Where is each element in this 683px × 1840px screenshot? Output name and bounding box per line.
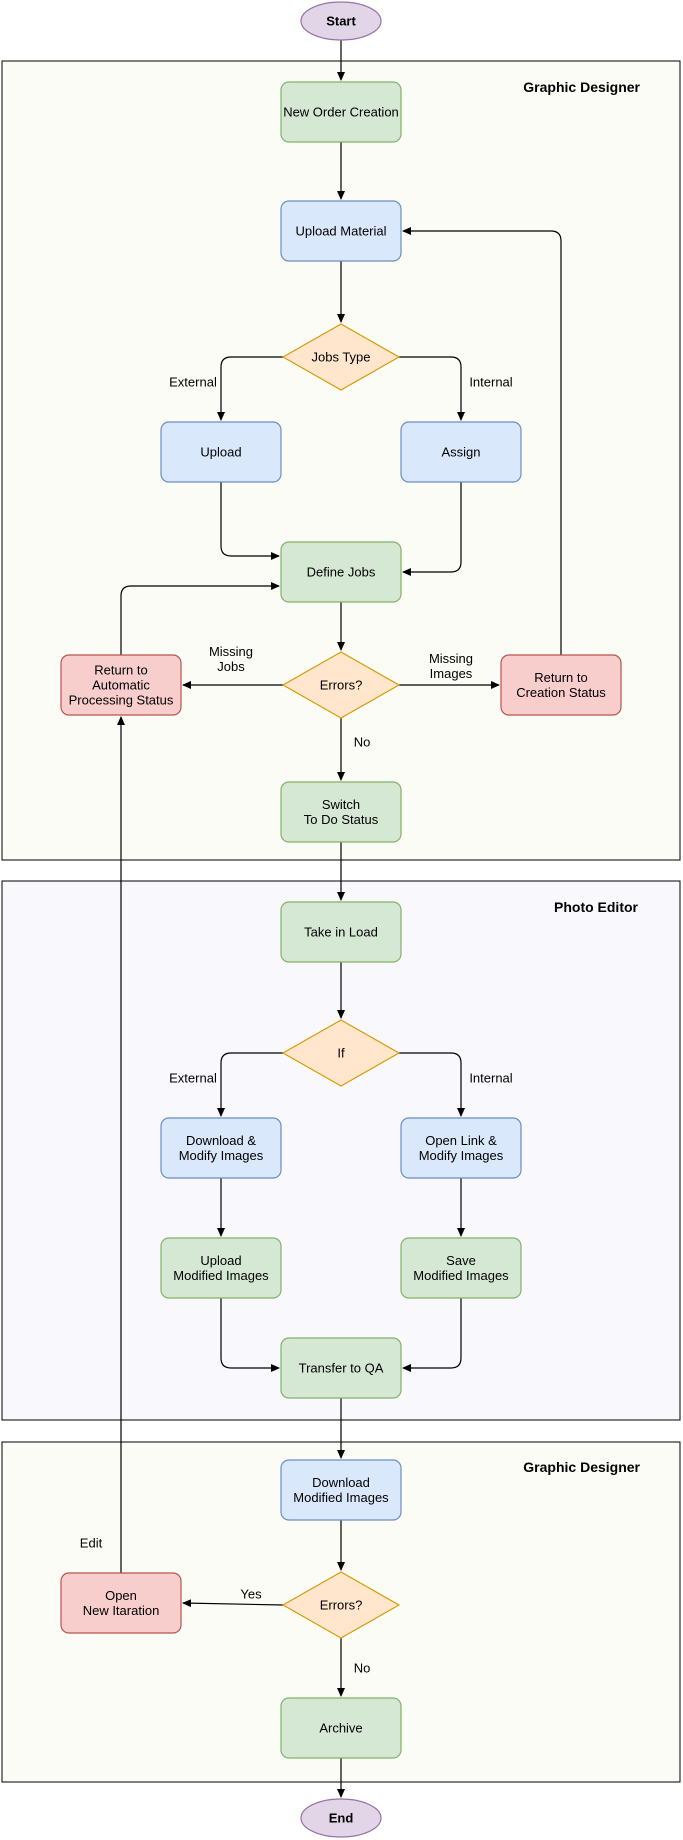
- edge-label-external-2: External: [169, 1071, 217, 1086]
- decision-shape: [282, 323, 400, 391]
- node-upload-material[interactable]: Upload Material: [280, 200, 402, 262]
- process-shape: [400, 1117, 522, 1179]
- node-download-modify[interactable]: Download &Modify Images: [160, 1117, 282, 1179]
- edge-label-no-1: No: [354, 735, 371, 750]
- node-errors-1[interactable]: Errors?: [282, 651, 400, 719]
- process-shape: [280, 1459, 402, 1521]
- node-label: Upload: [200, 445, 241, 460]
- edge-label-edit: Edit: [80, 1536, 103, 1551]
- process-shape: [400, 1237, 522, 1299]
- terminal-label: Start: [326, 14, 356, 29]
- process-shape: [280, 81, 402, 143]
- edge-if-to-download-modify: [217, 1052, 283, 1117]
- node-label: Errors?: [320, 1598, 363, 1613]
- node-take-in-load[interactable]: Take in Load: [280, 901, 402, 963]
- process-shape: [400, 421, 522, 483]
- node-label: Define Jobs: [307, 565, 376, 580]
- lane-title: Graphic Designer: [523, 1459, 640, 1475]
- decision-shape: [282, 1019, 400, 1087]
- edge-jobs-type-to-assign: [399, 356, 465, 421]
- process-shape: [280, 1697, 402, 1759]
- node-label: Open Link &Modify Images: [419, 1133, 504, 1163]
- node-label: Transfer to QA: [299, 1361, 384, 1376]
- lane-title: Photo Editor: [554, 899, 639, 915]
- process-shape: [160, 421, 282, 483]
- edge-assign-to-define-jobs: [402, 482, 462, 576]
- edge-errors-to-open-iteration: [182, 1599, 284, 1608]
- process-shape: [280, 1337, 402, 1399]
- process-shape: [280, 541, 402, 603]
- edge-upload-to-define-jobs: [220, 482, 280, 560]
- edge-return-creation-to-upload-material: [402, 227, 562, 655]
- process-shape: [60, 1572, 182, 1634]
- edge-return-auto-to-define-jobs: [120, 582, 280, 655]
- node-jobs-type[interactable]: Jobs Type: [282, 323, 400, 391]
- node-if[interactable]: If: [282, 1019, 400, 1087]
- edge-label-external-1: External: [169, 375, 217, 390]
- terminal-shape: [300, 1798, 382, 1838]
- node-label: Archive: [319, 1721, 362, 1736]
- node-errors-2[interactable]: Errors?: [282, 1571, 400, 1639]
- edge-label-yes: Yes: [240, 1587, 262, 1602]
- node-label: If: [337, 1046, 345, 1061]
- node-label: Download &Modify Images: [179, 1133, 264, 1163]
- edge-label-internal-1: Internal: [469, 375, 512, 390]
- node-label: New Order Creation: [283, 105, 399, 120]
- node-label: Jobs Type: [311, 350, 370, 365]
- node-assign[interactable]: Assign: [400, 421, 522, 483]
- edge-label-internal-2: Internal: [469, 1071, 512, 1086]
- node-upload[interactable]: Upload: [160, 421, 282, 483]
- node-label: Upload Material: [295, 224, 386, 239]
- process-shape: [280, 781, 402, 843]
- node-define-jobs[interactable]: Define Jobs: [280, 541, 402, 603]
- node-label: Errors?: [320, 678, 363, 693]
- edge-jobs-type-to-upload: [217, 356, 283, 421]
- decision-shape: [282, 1571, 400, 1639]
- terminal-label: End: [329, 1811, 354, 1826]
- lane-title: Graphic Designer: [523, 79, 640, 95]
- edge-label-no-2: No: [354, 1661, 371, 1676]
- decision-shape: [282, 651, 400, 719]
- process-shape: [160, 1237, 282, 1299]
- node-archive[interactable]: Archive: [280, 1697, 402, 1759]
- process-shape: [280, 200, 402, 262]
- node-label: Assign: [441, 445, 480, 460]
- process-shape: [60, 654, 182, 716]
- edge-save-modified-to-transfer-qa: [402, 1298, 462, 1372]
- process-shape: [500, 654, 622, 716]
- end-terminal[interactable]: End: [300, 1798, 382, 1838]
- process-shape: [280, 901, 402, 963]
- edge-upload-modified-to-transfer-qa: [220, 1298, 280, 1372]
- start-terminal[interactable]: Start: [300, 1, 382, 41]
- node-transfer-qa[interactable]: Transfer to QA: [280, 1337, 402, 1399]
- process-shape: [160, 1117, 282, 1179]
- terminal-shape: [300, 1, 382, 41]
- node-open-link[interactable]: Open Link &Modify Images: [400, 1117, 522, 1179]
- node-new-order[interactable]: New Order Creation: [280, 81, 402, 143]
- edge-if-to-open-link: [399, 1052, 465, 1117]
- node-label: Take in Load: [304, 925, 378, 940]
